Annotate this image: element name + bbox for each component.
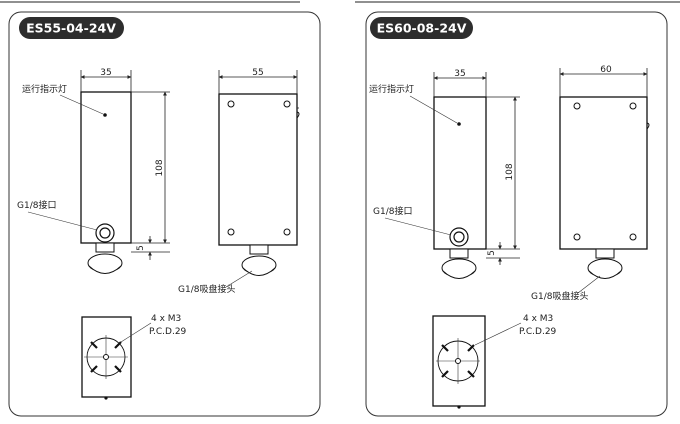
screw-pin — [467, 370, 475, 378]
bottom-view: 4 x M3 P.C.D.29 — [81, 314, 187, 400]
dim-width-front: 35 — [454, 69, 465, 79]
front-view: 35 108 5 运行指示灯 G1/8接口 — [369, 69, 520, 279]
side-view: 55 G1/8吸盘接头 — [178, 68, 300, 295]
screw-pin — [441, 370, 449, 378]
screw-pin — [90, 341, 98, 349]
panel-frame — [8, 11, 321, 417]
dim-width-side: 60 — [600, 65, 612, 75]
dim-height: 108 — [505, 163, 515, 180]
cup-bellow — [442, 270, 476, 279]
front-body — [80, 91, 132, 244]
cup-bellow — [242, 267, 276, 276]
label-pcd: P.C.D.29 — [149, 327, 187, 337]
screw — [283, 100, 291, 108]
cup-bellow — [588, 270, 622, 279]
label-cup: G1/8吸盘接头 — [531, 290, 588, 302]
label-port: G1/8接口 — [373, 205, 412, 217]
dim-height: 108 — [155, 159, 165, 176]
side-view: 60 G1/8吸盘接头 — [531, 65, 650, 302]
cup-neck — [249, 244, 269, 255]
screw-pin — [114, 365, 122, 373]
port-inner — [99, 227, 111, 239]
screw-pin — [441, 344, 449, 352]
panel-es60: ES60-08-24V 35 108 5 运行指示灯 G1/8接口 — [365, 11, 668, 417]
screw — [573, 233, 581, 241]
panel-frame — [365, 11, 668, 417]
center-hole — [103, 354, 109, 360]
dim-small: 5 — [136, 245, 146, 251]
front-view: 35 108 5 运行指示灯 G1/8接口 — [17, 68, 170, 274]
port-inner — [453, 231, 465, 243]
screw — [629, 233, 637, 241]
bottom-dot — [457, 405, 461, 409]
bottom-view: 4 x M3 P.C.D.29 — [432, 314, 557, 409]
cup-neck — [95, 242, 115, 253]
screw-pin — [467, 344, 475, 352]
panel-title-badge — [370, 17, 473, 39]
panel-title: ES55-04-24V — [26, 21, 116, 36]
bottom-dot — [104, 396, 108, 400]
screw — [283, 228, 291, 236]
screw-pin — [114, 341, 122, 349]
side-body — [218, 93, 298, 246]
center-hole — [455, 358, 461, 364]
label-indicator: 运行指示灯 — [22, 83, 67, 95]
panel-es55: ES55-04-24V 35 108 5 运行指示灯 — [8, 11, 321, 417]
label-screws: 4 x M3 — [151, 314, 181, 324]
panel-title: ES60-08-24V — [377, 21, 467, 36]
screw — [227, 228, 235, 236]
label-cup: G1/8吸盘接头 — [178, 283, 235, 295]
indicator-light — [103, 113, 107, 117]
screw-pin — [90, 365, 98, 373]
screw — [629, 102, 637, 110]
side-nub — [296, 111, 300, 119]
label-pcd: P.C.D.29 — [519, 327, 557, 337]
dim-small: 5 — [487, 250, 497, 256]
label-indicator: 运行指示灯 — [369, 83, 414, 95]
screw — [227, 100, 235, 108]
front-body — [433, 96, 487, 250]
cup-bellow — [88, 265, 122, 274]
side-body — [559, 96, 648, 250]
cup-neck — [595, 248, 615, 259]
cup-neck — [449, 248, 469, 259]
panel-title-badge — [19, 17, 124, 39]
screw — [573, 102, 581, 110]
label-screws: 4 x M3 — [523, 314, 553, 324]
dim-width-front: 35 — [100, 68, 111, 78]
label-port: G1/8接口 — [17, 199, 56, 211]
dim-width-side: 55 — [252, 68, 263, 78]
side-nub — [646, 122, 650, 130]
indicator-light — [457, 122, 461, 126]
